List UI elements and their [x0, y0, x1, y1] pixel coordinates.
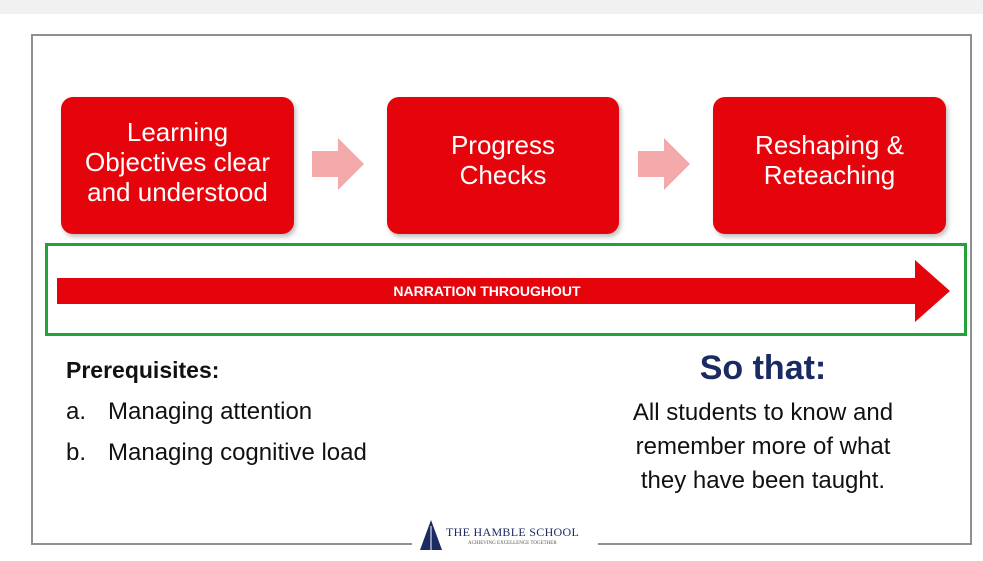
school-crest-icon [420, 520, 442, 550]
step-arrow-2-icon [638, 138, 690, 190]
prerequisites-title: Prerequisites: [66, 357, 220, 383]
prerequisite-text: Managing cognitive load [108, 439, 367, 466]
school-name: THE HAMBLE SCHOOL [446, 525, 580, 539]
step-reshaping-reteaching: Reshaping & Reteaching [713, 97, 946, 234]
slide-frame-bottom-right [598, 543, 972, 545]
prerequisite-item: b. Managing cognitive load [66, 439, 367, 467]
top-band [0, 0, 983, 14]
step-progress-checks: Progress Checks [387, 97, 619, 234]
step-arrow-1-icon [312, 138, 364, 190]
narration-arrow-icon [57, 260, 950, 322]
step-learning-objectives: Learning Objectives clear and understood [61, 97, 294, 234]
school-tagline: ACHIEVING EXCELLENCE TOGETHER [468, 541, 557, 546]
prerequisite-marker: b. [66, 439, 87, 466]
slide-frame-bottom-left [31, 543, 412, 545]
school-logo: THE HAMBLE SCHOOL ACHIEVING EXCELLENCE T… [420, 520, 592, 554]
so-that-body: All students to know and remember more o… [632, 399, 894, 494]
narration-label: NARRATION THROUGHOUT [393, 283, 581, 299]
narration-box [45, 243, 967, 336]
so-that-title: So that: [699, 349, 827, 387]
prerequisite-text: Managing attention [108, 398, 313, 425]
prerequisite-item: a. Managing attention [66, 398, 312, 426]
prerequisite-marker: a. [66, 398, 87, 425]
